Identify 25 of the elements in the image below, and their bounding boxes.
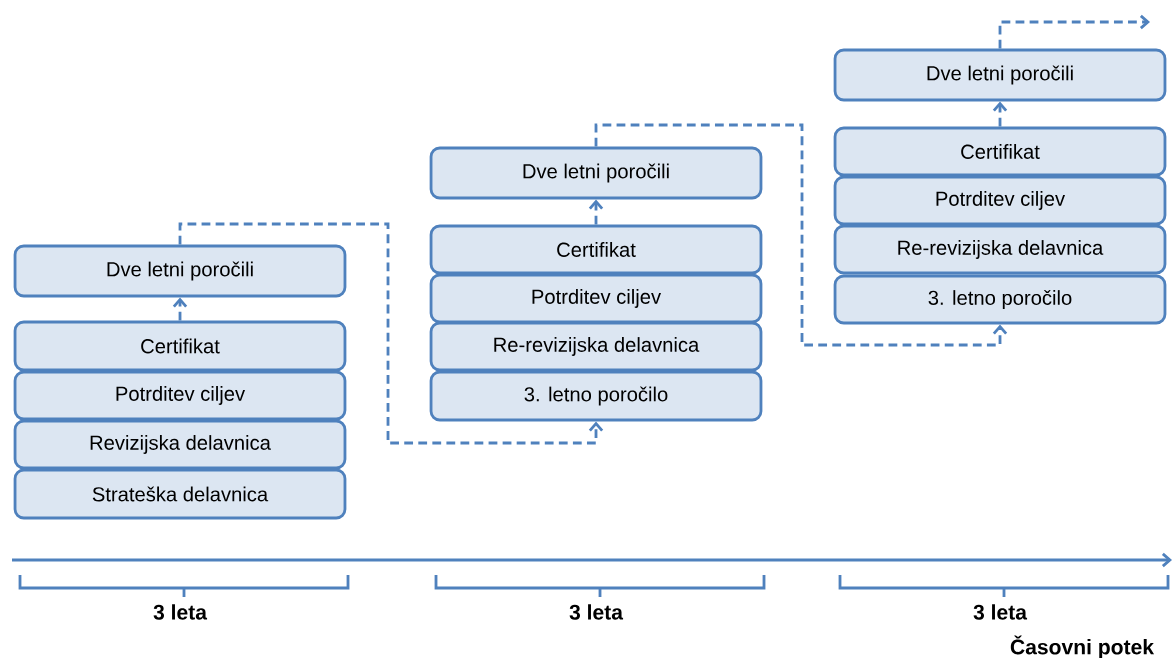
arrow [992, 101, 1008, 127]
process-box: Dve letni poročili [13, 244, 347, 298]
arrow [178, 222, 604, 445]
duration-label: 3 leta [153, 604, 208, 620]
process-box: Re-revizijska delavnica [833, 224, 1167, 275]
duration-label: 3 leta [569, 604, 624, 620]
arrow [588, 199, 604, 225]
process-box: Potrditev ciljev [833, 175, 1167, 226]
arrow [172, 297, 188, 321]
process-box: 3. letno poročilo [833, 274, 1167, 325]
process-box: Certifikat [429, 224, 763, 275]
process-box: Certifikat [13, 320, 347, 372]
process-box: Certifikat [833, 126, 1167, 177]
process-box: Revizijska delavnica [13, 419, 347, 470]
process-box: Dve letni poročili [833, 48, 1167, 102]
axis-label: Časovni potek [1010, 635, 1155, 658]
process-box: Potrditev ciljev [13, 370, 347, 421]
process-box: Dve letni poročili [429, 146, 763, 200]
arrow [594, 123, 1008, 347]
duration-label: 3 leta [973, 604, 1028, 620]
arrow [998, 14, 1150, 49]
process-box: Re-revizijska delavnica [429, 321, 763, 372]
process-box: 3. letno poročilo [429, 370, 763, 422]
process-box: Strateška delavnica [13, 468, 347, 520]
process-box: Potrditev ciljev [429, 273, 763, 324]
